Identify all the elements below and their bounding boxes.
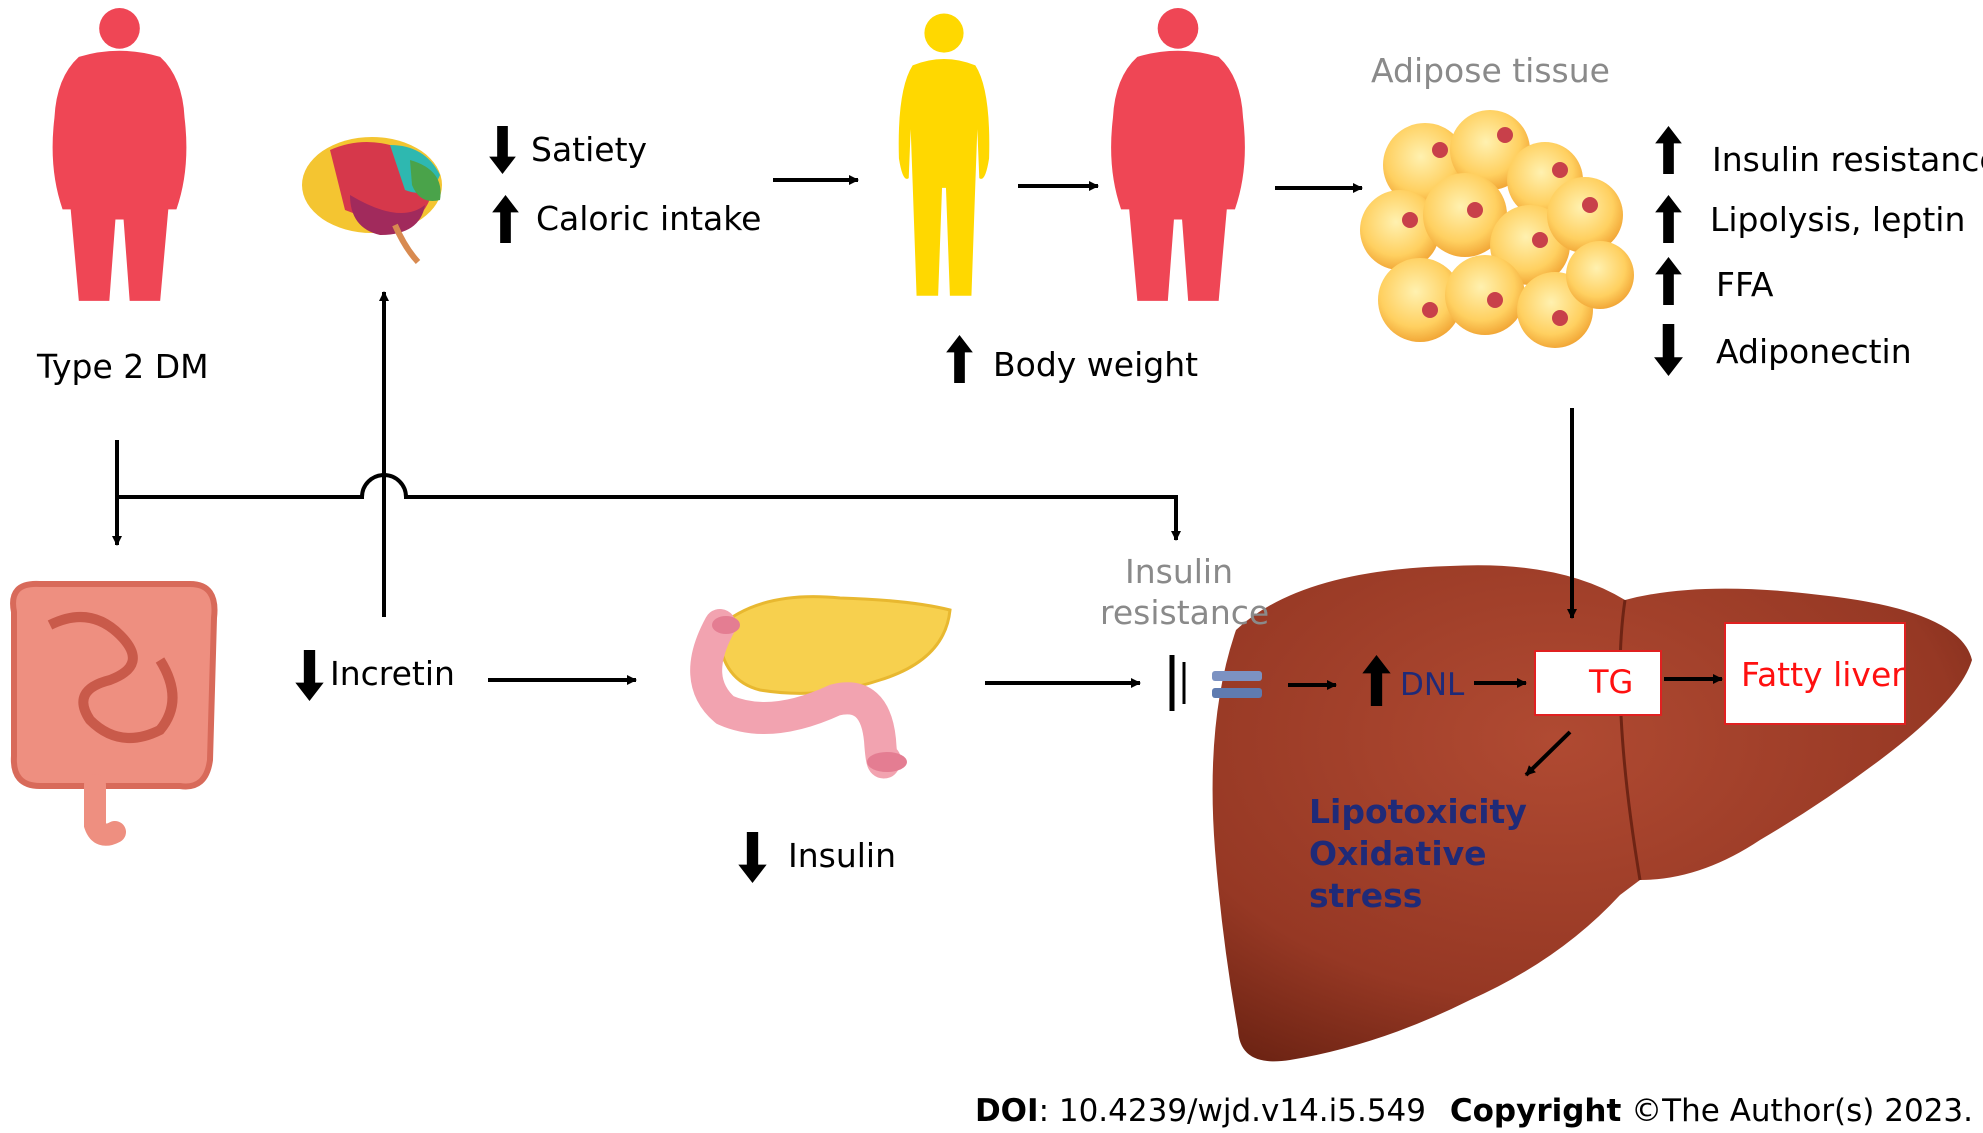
insulin-resistance-mid-line2: resistance [1100,593,1270,632]
normal-weight-person-icon [898,13,990,296]
adipose-tissue-label: Adipose tissue [1371,51,1610,90]
equals-top [1212,671,1262,681]
fatty-liver-box [1724,622,1906,725]
up-arrow-insulin-resistance [1655,126,1682,174]
arrow-tg-to-lipotoxicity [1524,730,1572,777]
lipolysis-leptin-label: Lipolysis, leptin [1710,200,1966,239]
equals-bottom [1212,688,1262,698]
up-arrow-lipolysis [1655,195,1682,243]
up-arrow-ffa [1655,257,1682,305]
connector-dm-to-insulin-resistance [117,473,1181,541]
incretin-label: Incretin [330,654,455,693]
citation-footer: DOI: 10.4239/wjd.v14.i5.549 Copyright ©T… [975,1093,1973,1129]
doi-label: DOI [974,1093,1039,1129]
overweight-person-icon [1111,8,1245,301]
lipotoxicity-label: Lipotoxicity [1309,792,1527,831]
fatty-liver-label: Fatty liver [1741,655,1905,694]
up-arrow-body-weight [946,335,973,383]
ffa-label: FFA [1716,265,1774,304]
down-arrow-satiety [489,126,516,174]
copyright-value: ©The Author(s) 2023. [1621,1093,1973,1129]
dnl-label: DNL [1400,667,1465,703]
down-arrow-adiponectin [1654,324,1683,376]
insulin-resistance-mid-line1: Insulin [1125,552,1234,591]
type2dm-label: Type 2 DM [37,347,209,386]
insulin-resistance-label: Insulin resistance [1712,140,1983,179]
insulin-label: Insulin [788,836,897,875]
stress-label: stress [1309,876,1423,915]
body-weight-label: Body weight [993,345,1199,384]
pancreas-icon [690,595,952,779]
up-arrow-caloric [492,195,519,243]
caloric-intake-label: Caloric intake [536,199,762,238]
brain-icon [302,137,442,265]
intestine-icon [10,580,218,846]
copyright-label: Copyright [1449,1093,1622,1129]
doi-value: : 10.4239/wjd.v14.i5.549 [1038,1093,1427,1129]
down-arrow-incretin [295,650,324,701]
down-arrow-insulin [738,832,767,883]
adiponectin-label: Adiponectin [1716,332,1912,371]
tg-box [1534,650,1662,716]
obese-person-icon [52,8,187,301]
oxidative-label: Oxidative [1309,834,1487,873]
satiety-label: Satiety [531,130,648,169]
adipose-cells-icon [1360,110,1634,348]
tg-label: TG [1589,663,1634,701]
